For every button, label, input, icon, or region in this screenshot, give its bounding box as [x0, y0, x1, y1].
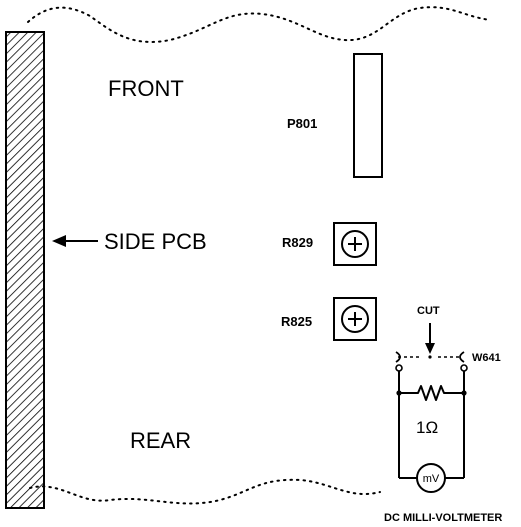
- rear-label: REAR: [130, 428, 191, 453]
- cut-arrow: [425, 323, 435, 354]
- front-label: FRONT: [108, 76, 184, 101]
- r829-trimmer[interactable]: [333, 222, 377, 266]
- side-pcb-label: SIDE PCB: [104, 229, 207, 254]
- side-pcb-arrow: [52, 235, 98, 247]
- meter-unit-label: mV: [423, 473, 440, 485]
- w641-jumper: [395, 351, 465, 363]
- cut-label: CUT: [417, 305, 440, 317]
- p801-label: P801: [287, 116, 317, 131]
- measurement-circuit: [395, 364, 468, 479]
- p801-connector: [353, 53, 383, 178]
- r825-label: R825: [281, 314, 312, 329]
- resistor-value-label: 1Ω: [416, 418, 438, 437]
- meter-caption: DC MILLI-VOLTMETER: [384, 512, 502, 524]
- side-pcb-board: [5, 31, 45, 509]
- top-break-line: [27, 6, 491, 43]
- w641-label: W641: [472, 352, 501, 364]
- millivoltmeter: [416, 463, 446, 493]
- bottom-break-line: [29, 478, 381, 505]
- r825-trimmer[interactable]: [333, 297, 377, 341]
- r829-label: R829: [282, 235, 313, 250]
